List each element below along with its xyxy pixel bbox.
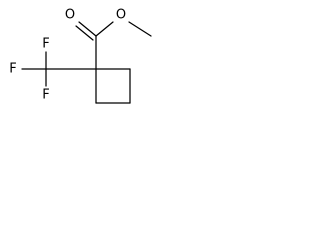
chemical-structure: O O F F F <box>9 8 152 104</box>
trifluoromethyl-group: F F F <box>9 37 97 103</box>
fluorine-left-label: F <box>9 62 16 77</box>
ester-oxygen-to-methyl-bond <box>128 21 152 37</box>
carbonyl-oxygen-label: O <box>65 8 75 23</box>
carbonyl-double-bond-b <box>75 25 94 41</box>
fluorine-top-label: F <box>42 37 49 52</box>
carbonyl-double-bond-a <box>78 21 97 37</box>
cyclobutane-ring <box>95 68 131 104</box>
carbonyl-to-ester-oxygen-bond <box>95 21 114 37</box>
methyl-ester-group: O O <box>65 8 152 70</box>
fluorine-bottom-label: F <box>42 88 49 103</box>
ester-oxygen-label: O <box>116 8 126 23</box>
